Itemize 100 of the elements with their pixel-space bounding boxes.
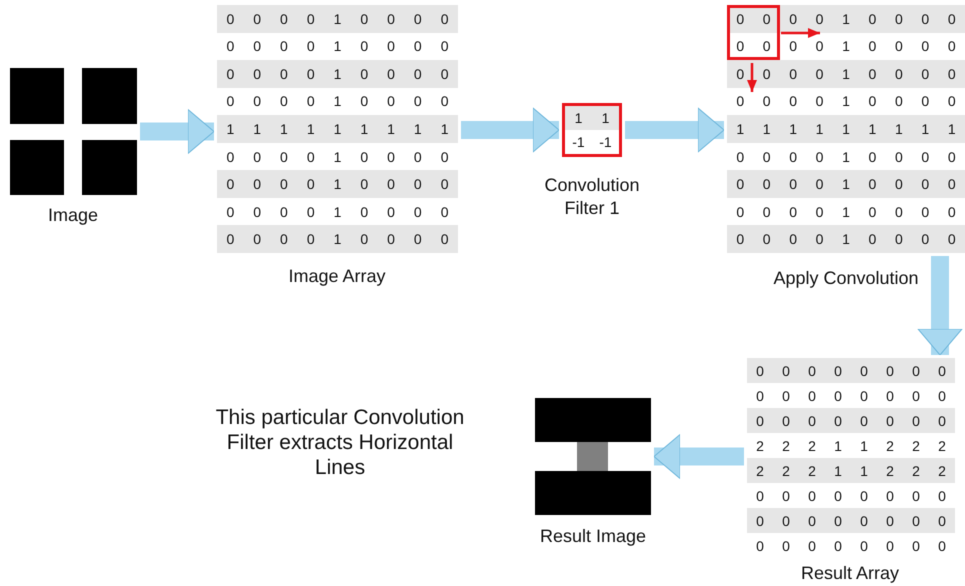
table-cell-text: 1 (332, 92, 342, 112)
table-cell: 0 (431, 170, 458, 198)
table-cell-text: 0 (735, 148, 746, 167)
table-cell-text: 0 (788, 148, 798, 167)
table-cell-text: 0 (252, 148, 262, 167)
table-cell: 0 (929, 408, 955, 433)
table-cell-text: 0 (833, 536, 843, 556)
table-cell-text: 0 (937, 386, 947, 406)
table-cell-text: 0 (735, 202, 746, 222)
table-cell-text: 0 (868, 37, 878, 56)
table-cell-text: 0 (814, 202, 824, 222)
table-cell: 0 (851, 408, 877, 433)
table-cell: 0 (825, 358, 851, 383)
table-cell-text: 0 (911, 386, 921, 406)
table-cell-text: 0 (252, 92, 262, 112)
table-cell: 0 (773, 358, 799, 383)
table-cell-text: 1 (332, 202, 342, 222)
table-cell: 0 (297, 170, 324, 198)
table-cell: 2 (929, 458, 955, 483)
table-cell-text: 0 (412, 202, 423, 222)
table-cell-text: 0 (359, 202, 370, 222)
table-cell-text: 0 (386, 148, 396, 167)
table-cell-text: 0 (359, 148, 370, 167)
table-cell-text: 1 (859, 436, 869, 456)
table-cell: 0 (929, 508, 955, 533)
table-cell: 0 (270, 60, 298, 88)
table-cell: 1 (244, 115, 271, 143)
table-cell-text: 0 (252, 202, 262, 222)
table-cell: 2 (747, 458, 773, 483)
table-cell-text: 0 (911, 536, 921, 556)
table-cell: 0 (859, 60, 886, 88)
table-cell: 0 (886, 60, 912, 88)
node-label: Image Array (287, 265, 387, 288)
table-cell: 0 (270, 225, 298, 253)
table-cell: 0 (780, 225, 806, 253)
table-cell-text: 0 (807, 386, 817, 406)
table-cell: 1 (324, 60, 351, 88)
table-cell: 0 (753, 60, 780, 88)
number-table (217, 5, 458, 253)
table-cell: 0 (270, 5, 298, 33)
table-cell: 0 (912, 5, 939, 33)
table-cell: 0 (297, 60, 324, 88)
block-arrow (461, 108, 560, 152)
table-cell-text: 0 (252, 37, 262, 56)
table-cell: 0 (877, 508, 903, 533)
table-cell-text: 1 (332, 148, 342, 167)
table-cell-text: 0 (859, 536, 869, 556)
table-cell: 2 (799, 458, 825, 483)
table-cell: 1 (565, 106, 592, 130)
table-cell-text: 1 (332, 37, 342, 56)
table-cell-text: 0 (755, 486, 765, 506)
table-cell-text: 0 (868, 202, 878, 222)
table-cell: 0 (378, 5, 404, 33)
table-cell-text: 2 (937, 436, 947, 456)
filter-table (562, 103, 622, 157)
table-cell-text: 2 (755, 436, 765, 456)
table-cell: 1 (592, 106, 619, 130)
table-cell-text: 0 (412, 148, 423, 167)
table-cell: 1 (378, 115, 404, 143)
table-cell: 0 (780, 5, 806, 33)
table-cell: 0 (244, 5, 271, 33)
table-cell-text: 0 (946, 148, 957, 167)
table-cell: 1 (780, 115, 806, 143)
table-cell: 0 (431, 60, 458, 88)
table-cell: 0 (244, 60, 271, 88)
table-cell: 0 (859, 170, 886, 198)
table-cell: 0 (806, 225, 833, 253)
table-cell: 1 (324, 225, 351, 253)
table-cell: 0 (780, 60, 806, 88)
table-cell: 0 (938, 5, 965, 33)
table-cell: 0 (806, 60, 833, 88)
table-cell: 0 (799, 358, 825, 383)
table-cell: 1 (297, 115, 324, 143)
table-cell: 0 (886, 5, 912, 33)
table-cell: 0 (825, 508, 851, 533)
table-cell: 0 (217, 225, 244, 253)
table-cell: 1 (832, 5, 860, 33)
table-cell: 0 (799, 508, 825, 533)
table-cell-text: 0 (859, 486, 869, 506)
table-cell: 0 (404, 60, 432, 88)
table-cell: 2 (903, 458, 929, 483)
table-cell: 1 (832, 225, 860, 253)
table-cell: 1 (851, 458, 877, 483)
table-cell-text: 0 (279, 202, 289, 222)
table-cell-text: 0 (386, 92, 396, 112)
table-cell: 0 (431, 225, 458, 253)
table-cell-text: 1 (841, 92, 851, 112)
table-cell: 0 (912, 170, 939, 198)
table-cell-text: 0 (885, 536, 895, 556)
table-cell: 1 (324, 170, 351, 198)
table-cell: 0 (350, 170, 378, 198)
table-cell-text: 1 (841, 37, 851, 56)
node-label: Result Array (800, 562, 900, 585)
table-cell-text: 0 (833, 386, 843, 406)
table-cell: 1 (324, 115, 351, 143)
table-cell-text: 0 (807, 536, 817, 556)
table-cell-text: 2 (781, 436, 791, 456)
table-cell-text: 0 (755, 536, 765, 556)
table-cell-text: 0 (946, 202, 957, 222)
table-cell: 0 (912, 60, 939, 88)
